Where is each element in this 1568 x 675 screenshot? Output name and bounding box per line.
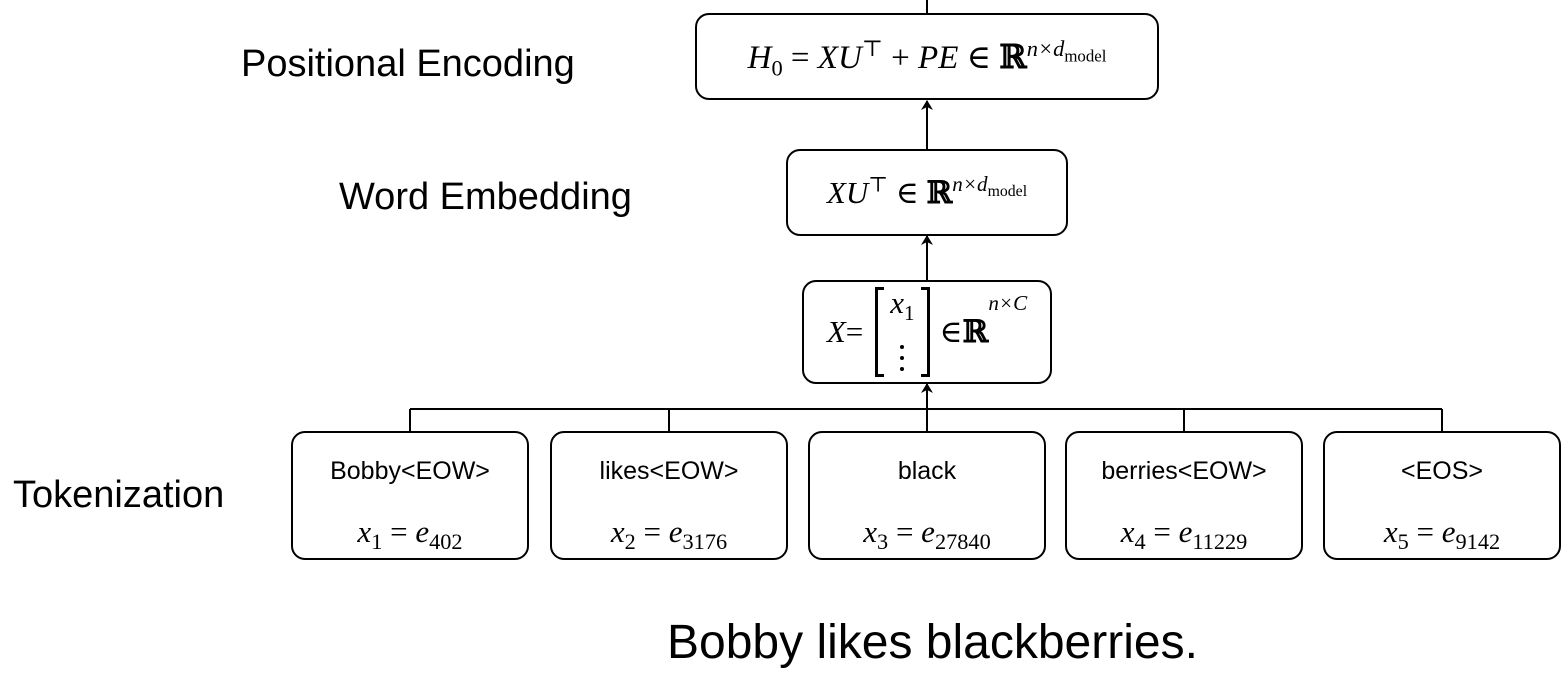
token-text: Bobby<EOW> (330, 457, 490, 485)
token-embedding-index: x5 = e9142 (1383, 514, 1501, 555)
token-box-5: <EOS> x5 = e9142 (1323, 431, 1561, 560)
token-box-4: berries<EOW> x4 = e11229 (1065, 431, 1303, 560)
left-bracket (875, 287, 885, 377)
token-embedding-index: x3 = e27840 (863, 514, 991, 555)
stage-label-word-embedding: Word Embedding (339, 176, 632, 218)
positional-encoding-box: H0 = XU⊤ + PE ∈ ℝn×dmodel (695, 13, 1159, 100)
token-box-3: black x3 = e27840 (808, 431, 1046, 560)
token-text: black (897, 457, 957, 485)
token-embedding-index: x4 = e11229 (1120, 514, 1248, 555)
stage-label-positional-encoding: Positional Encoding (241, 43, 575, 85)
token-box-1: Bobby<EOW> x1 = e402 (291, 431, 529, 560)
token-embedding-index: x2 = e3176 (610, 514, 728, 555)
source-sentence: Bobby likes blackberries. (667, 616, 1198, 669)
vertical-ellipsis (900, 345, 905, 371)
positional-encoding-formula: H0 = XU⊤ + PE ∈ ℝn×dmodel (747, 35, 1107, 81)
x-vector: x1 (884, 285, 920, 377)
token-box-2: likes<EOW> x2 = e3176 (550, 431, 788, 560)
word-embedding-box: XU⊤ ∈ ℝn×dmodel (786, 149, 1068, 236)
stage-label-tokenization: Tokenization (13, 474, 225, 516)
word-embedding-formula: XU⊤ ∈ ℝn×dmodel (826, 172, 1028, 211)
token-embedding-index: x1 = e402 (357, 514, 463, 555)
right-bracket (920, 287, 930, 377)
token-text: likes<EOW> (599, 457, 739, 485)
token-text: berries<EOW> (1101, 457, 1267, 485)
token-text: <EOS> (1401, 457, 1483, 485)
